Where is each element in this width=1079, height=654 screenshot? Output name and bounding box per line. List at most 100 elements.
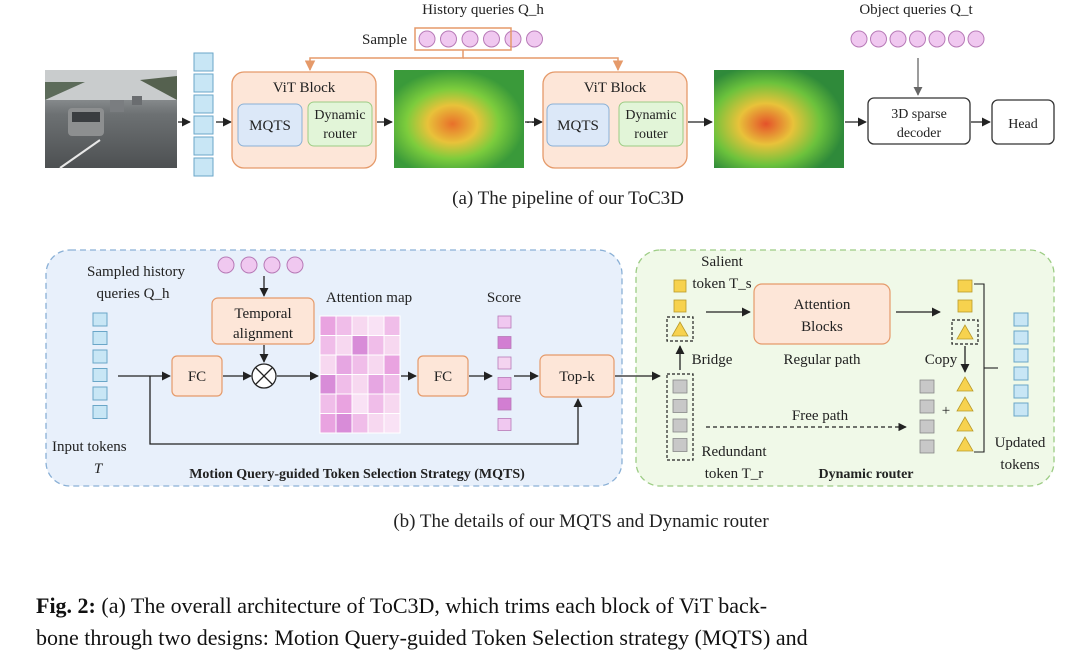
fc-box-1 (171, 355, 223, 397)
dynamic-router-label-4: router (634, 127, 668, 142)
free-path-label: Free path (792, 408, 849, 424)
redundant-token (672, 379, 688, 394)
mqts-label-2: MQTS (557, 118, 599, 134)
attention-blocks-box (753, 283, 891, 345)
redundant-output-column (919, 379, 935, 454)
score-cell (497, 336, 512, 349)
attention-cell (335, 315, 353, 336)
attention-cell (351, 335, 369, 356)
score-cell (497, 356, 512, 370)
query-circle (504, 30, 522, 48)
query-circle (909, 30, 926, 48)
processed-token (957, 299, 973, 313)
bridge-output-token (956, 324, 974, 340)
dynamic-router-label-2: router (323, 127, 357, 142)
camera-frame-image (45, 70, 177, 169)
attention-cell (335, 413, 353, 434)
decoder-label: 3D sparse (891, 107, 947, 122)
redundant-label: Redundant (702, 444, 768, 460)
bridge-token-frame (666, 316, 694, 342)
figure-caption-line-2: bone through two designs: Motion Query-g… (36, 625, 808, 650)
attention-cell (335, 335, 353, 356)
query-circle (263, 256, 281, 274)
redundant-output-token (919, 439, 935, 454)
attention-cell (335, 374, 353, 395)
fc-label-2: FC (434, 369, 452, 385)
history-query-circles (418, 30, 543, 48)
details-part-b: Sampled history queries Q_h Temporal ali… (45, 249, 1055, 532)
query-circle (889, 30, 907, 48)
regular-path-label: Regular path (783, 352, 861, 368)
query-circle (526, 30, 543, 48)
attention-cell (383, 315, 401, 336)
attention-heatmap-1 (394, 70, 524, 168)
copied-bridge-token (956, 376, 974, 392)
query-circle (240, 256, 258, 274)
fc-label: FC (188, 369, 206, 385)
attention-cell (319, 335, 337, 356)
token (92, 312, 108, 327)
redundant-token (672, 399, 688, 413)
token (92, 349, 108, 364)
attention-cell (351, 354, 369, 375)
attention-cell (383, 374, 401, 395)
token (92, 386, 108, 401)
sparse-decoder-box (867, 97, 971, 145)
head-box (991, 99, 1055, 145)
temporal-label-2: alignment (233, 326, 294, 342)
token (1013, 366, 1029, 381)
salient-token (673, 279, 687, 293)
vit-block-1: ViT Block MQTS Dynamic router (231, 71, 377, 169)
salient-token (673, 299, 687, 313)
score-cell (497, 377, 512, 390)
attention-cell (367, 354, 385, 375)
sampled-history-label-2: queries Q_h (97, 286, 170, 302)
query-circle (928, 30, 946, 48)
attention-cell (319, 315, 337, 336)
updated-tokens-label-2: tokens (1000, 457, 1039, 473)
sampled-history-circles (217, 256, 304, 274)
query-circle (418, 30, 436, 48)
query-circle (217, 256, 235, 274)
topk-box (539, 354, 615, 398)
tokens-bypass-arrow (149, 376, 583, 445)
redundant-token (672, 418, 688, 433)
query-circle (461, 30, 479, 48)
input-tokens-label: Input tokens (52, 439, 127, 455)
figure-caption-line-1: Fig. 2: (a) The overall architecture of … (36, 590, 1076, 622)
head-label: Head (1008, 117, 1038, 132)
attention-map-grid (319, 315, 401, 434)
caption-a: (a) The pipeline of our ToC3D (452, 188, 684, 209)
attention-cell (367, 413, 385, 434)
dynamic-router-title: Dynamic router (819, 467, 914, 482)
salient-label-2: token T_s (692, 276, 751, 292)
updated-tokens-label: Updated (995, 435, 1046, 451)
token (193, 157, 214, 177)
topk-label: Top-k (559, 369, 595, 385)
router-panel (635, 249, 1055, 487)
query-circle (870, 30, 887, 48)
attention-heatmap-2 (714, 70, 844, 168)
score-cell (497, 418, 512, 431)
pipeline-part-a: History queries Q_h Sample ViT Block MQT (45, 2, 1055, 209)
score-cell (497, 397, 512, 411)
vit-block-label-2: ViT Block (584, 80, 647, 96)
token (1013, 402, 1029, 417)
score-column (497, 315, 512, 431)
query-circle (967, 30, 985, 48)
input-tokens-symbol: T (94, 461, 104, 477)
decoder-label-2: decoder (897, 126, 942, 141)
attention-cell (319, 413, 337, 434)
sample-arrow-right (463, 57, 624, 72)
figure-label: Fig. 2: (36, 593, 96, 618)
token (193, 136, 214, 156)
attention-cell (335, 354, 353, 375)
attention-cell (367, 393, 385, 414)
sample-arrow-left (304, 50, 464, 72)
bridge-token (671, 321, 689, 337)
redundant-output-token (919, 379, 935, 394)
query-circle (440, 30, 457, 48)
token (193, 94, 214, 114)
object-query-circles (850, 30, 985, 48)
